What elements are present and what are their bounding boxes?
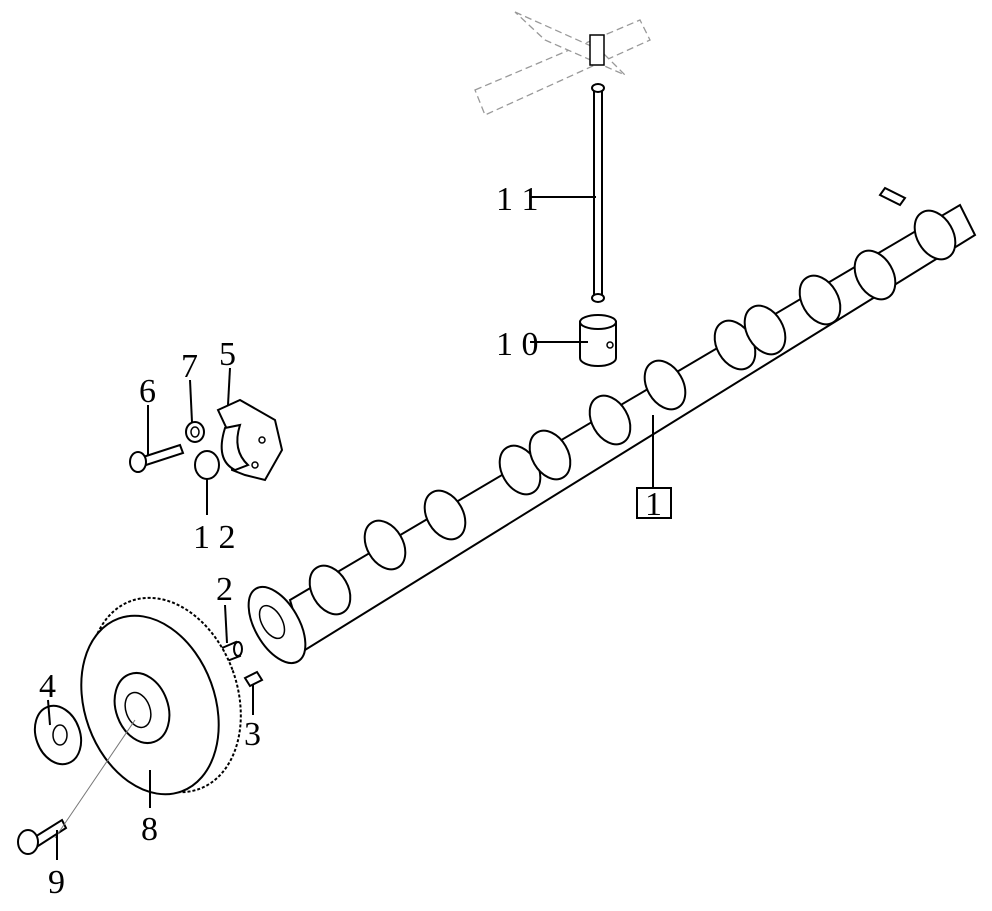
camshaft-callout-box	[636, 487, 672, 519]
tappet	[579, 314, 617, 367]
callout-washer: 7	[181, 348, 198, 385]
camshaft	[247, 186, 977, 664]
cam-journal	[308, 564, 352, 616]
callout-pushrod: 1 1	[496, 181, 539, 218]
leader-lines	[47, 196, 654, 860]
thrust-plate	[216, 398, 284, 482]
callout-thrust-washer: 4	[39, 668, 56, 705]
plate-bolt	[129, 443, 185, 473]
cam-lobe	[363, 519, 407, 571]
callout-plate: 5	[219, 336, 236, 373]
key	[243, 670, 264, 688]
cam-journal	[643, 359, 687, 411]
cam-journal	[743, 304, 787, 356]
cam-lobe	[913, 209, 957, 261]
o-ring	[194, 450, 220, 480]
callout-tappet: 1 0	[496, 326, 539, 363]
cam-journal	[423, 489, 467, 541]
callout-gear: 8	[141, 811, 158, 848]
cam-lobe	[588, 394, 632, 446]
rocker-arm-ghost	[474, 11, 651, 116]
callout-plate-bolt: 6	[139, 373, 156, 410]
callout-gear-bolt: 9	[48, 864, 65, 901]
cam-journal	[528, 429, 572, 481]
washer	[185, 421, 205, 443]
cam-journal	[853, 249, 897, 301]
cam-lobe	[798, 274, 842, 326]
gear-thrust-washer	[33, 704, 83, 766]
pushrod	[591, 83, 605, 303]
callout-key: 3	[244, 716, 261, 753]
gear-bolt	[17, 818, 68, 855]
timing-gear	[80, 596, 242, 796]
callout-dowel: 2	[216, 571, 233, 608]
callout-camshaft: 1	[645, 486, 662, 523]
callout-o-ring: 1 2	[193, 519, 236, 556]
